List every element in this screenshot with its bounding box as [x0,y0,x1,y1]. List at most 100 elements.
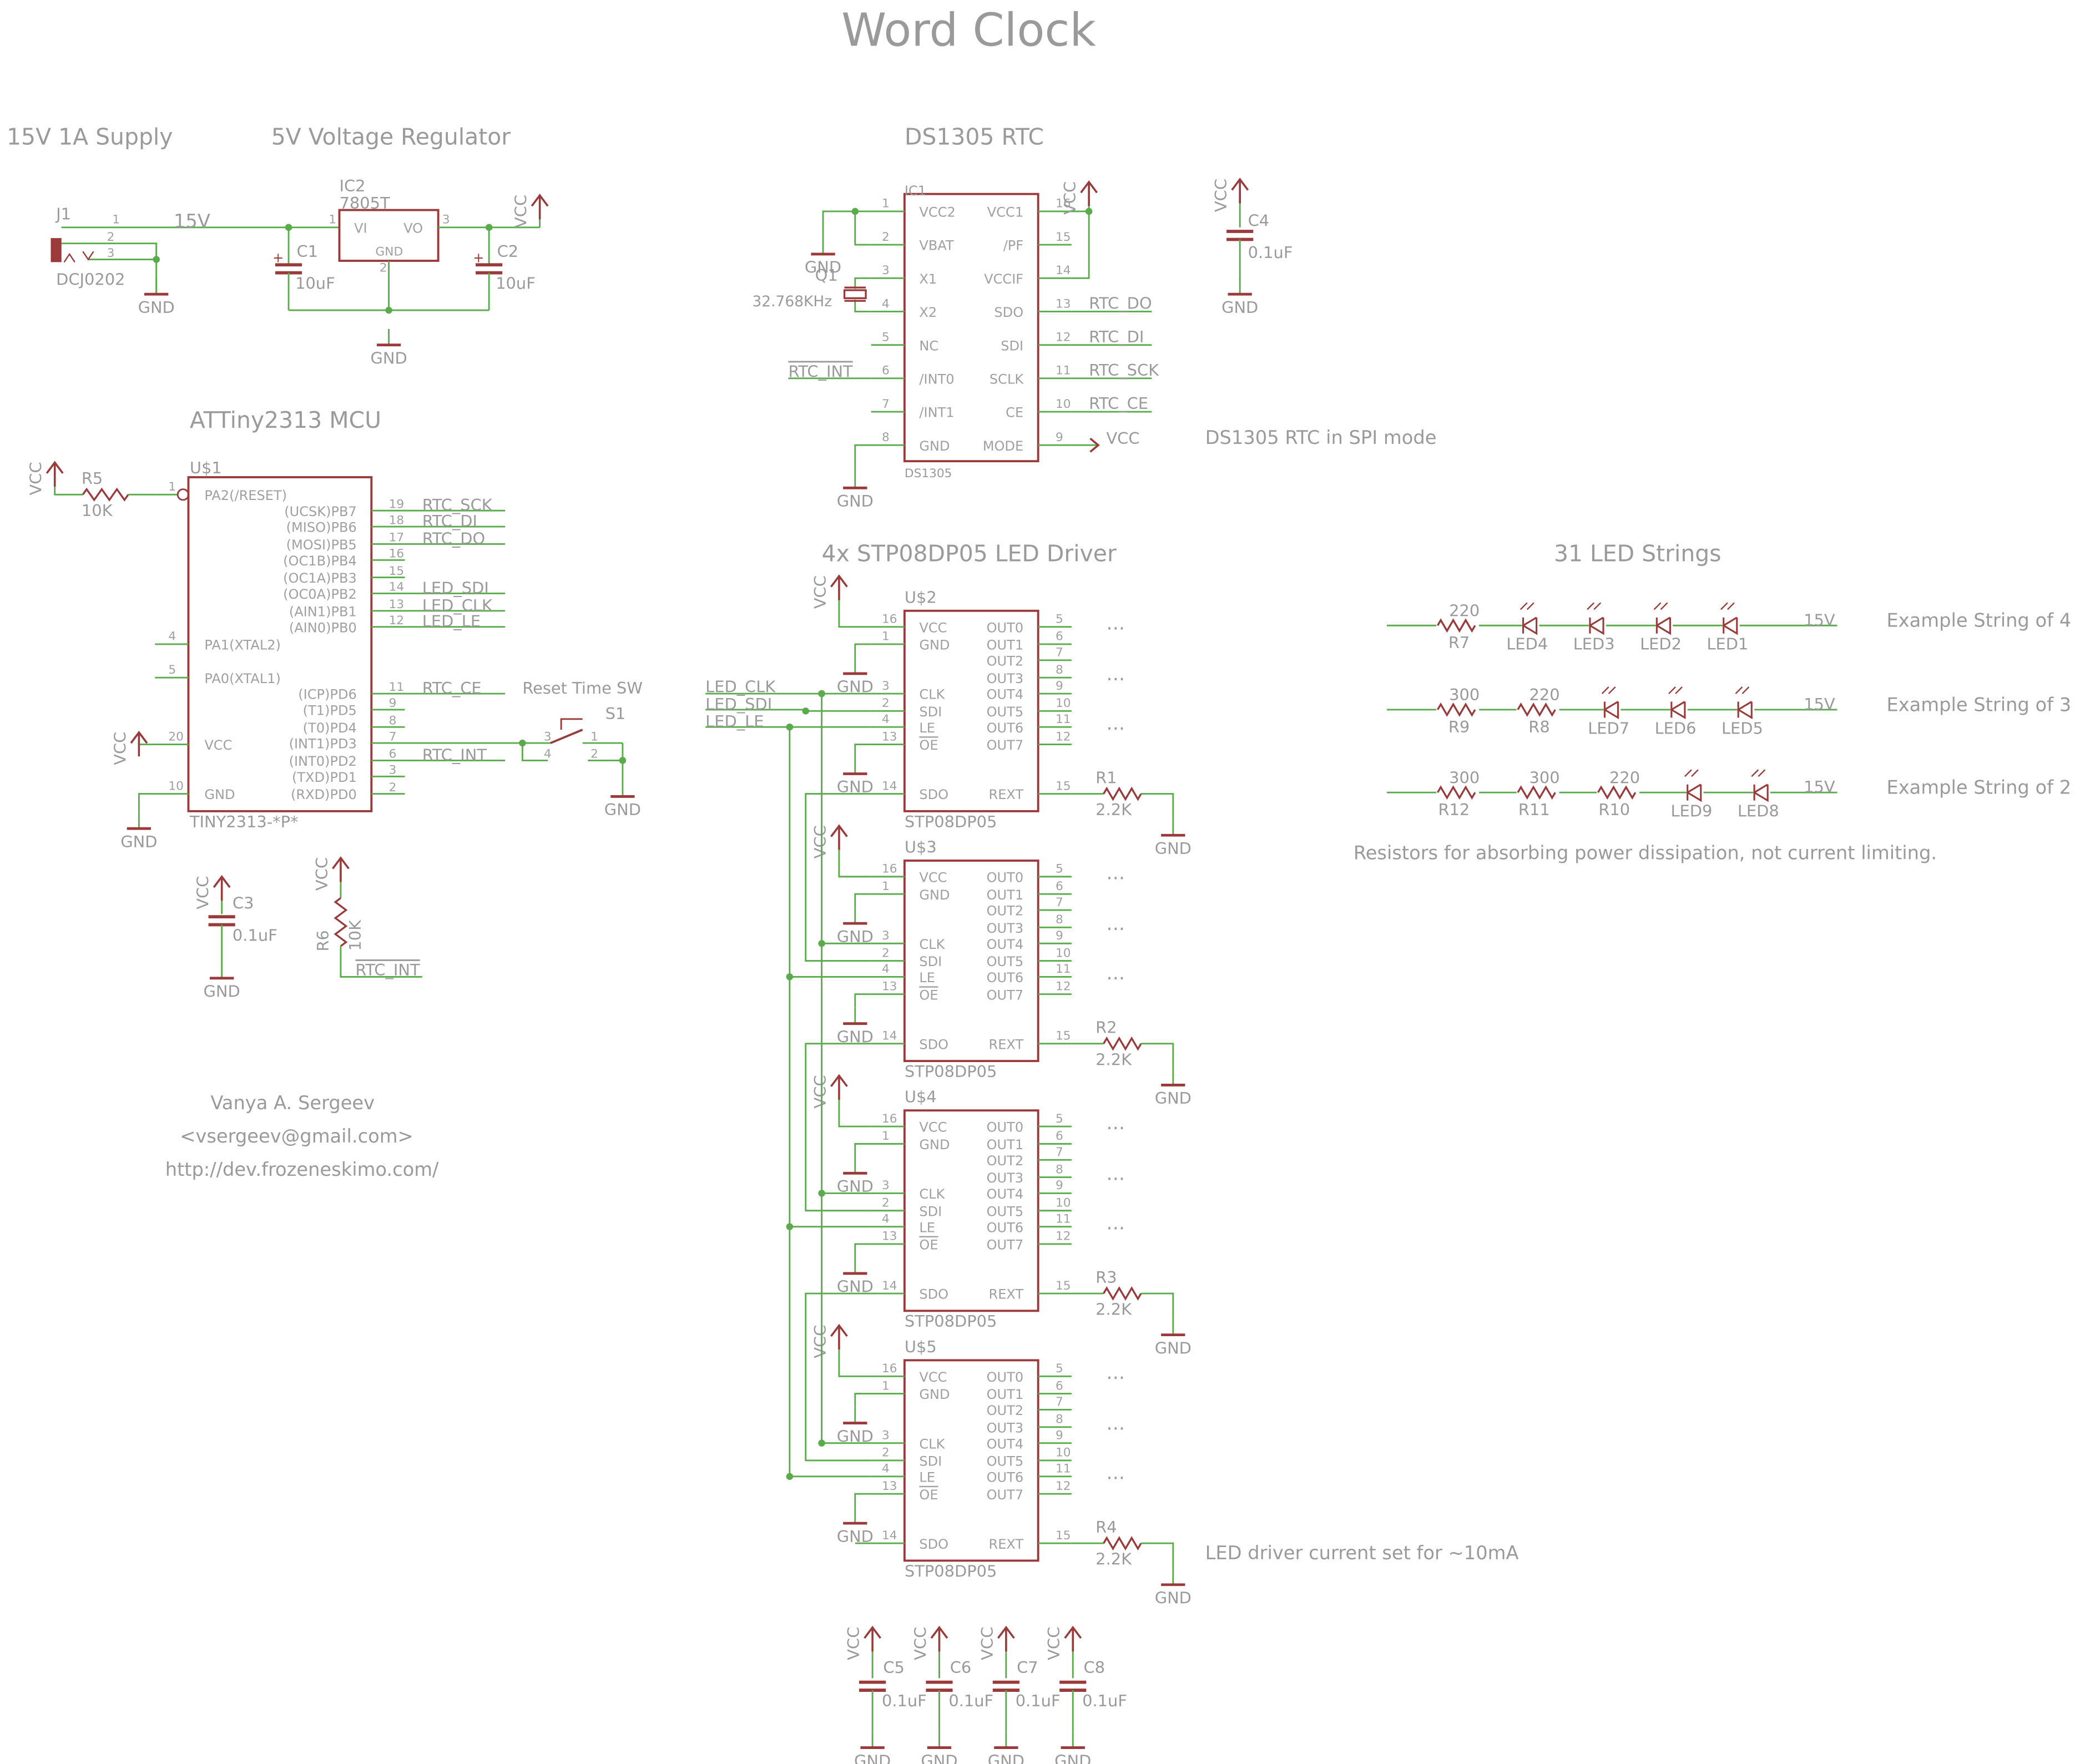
pin-name: OUT6 [987,720,1024,736]
pin-name: OUT6 [987,1469,1024,1485]
pin-num: 10 [1056,1196,1071,1210]
pin-num: 8 [1056,1162,1063,1176]
resistor-value: 300 [1449,685,1480,704]
net-led-le: LED_LE [705,712,764,731]
pin-name: OUT4 [987,937,1024,952]
pin-name: LE [919,970,935,985]
mcu-value: TINY2313-*P* [189,812,299,831]
pin-name: OUT7 [987,1237,1024,1253]
rext-name: R2 [1096,1018,1117,1037]
pin-num: 9 [1056,679,1063,693]
net-led-clk: LED_CLK [705,678,776,696]
pin-num: 9 [1056,1179,1063,1192]
pin-name: GND [919,638,950,653]
output-ellipsis: … [1106,1162,1125,1184]
pin-name: OUT7 [987,987,1024,1003]
pin-name: (OC1B)PB4 [283,553,357,569]
vcc-label: VCC [1044,1627,1063,1660]
switch-label: Reset Time SW [522,679,643,697]
resistor-name: R7 [1448,633,1470,652]
pin-name: (MOSI)PB5 [286,537,357,553]
pin-name: (AIN0)PB0 [289,620,357,635]
pin-num: 8 [389,714,397,727]
led-symbol [1753,784,1769,802]
net-15v-label: 15V [1804,695,1835,714]
pin-name: LE [919,1220,935,1235]
pin-num: 1 [329,213,336,227]
pin-name: REXT [988,1287,1023,1302]
section-title-rtc: DS1305 RTC [905,124,1044,150]
pin-name: OUT7 [987,1487,1024,1503]
pin-name: OE [919,737,938,753]
pin-name: VCC1 [987,205,1023,220]
pin-num: 2 [590,747,598,761]
pin-num: 17 [389,531,405,545]
resistor-rext [1103,1286,1142,1301]
pin-num: 5 [168,663,176,677]
c1-name: C1 [296,242,318,261]
led-ray [1608,686,1616,694]
pin-num: 2 [107,230,115,244]
pin-name: OUT6 [987,1220,1024,1235]
pin-name: OUT2 [987,653,1024,669]
ic2-vi: VI [354,220,367,236]
pin-name: PA1(XTAL2) [204,638,281,653]
junction-dot [818,690,825,697]
vcc-arrow [864,1625,882,1639]
vcc-arrow [213,875,231,888]
pin-num: 14 [882,779,897,793]
pin-name: OUT6 [987,970,1024,985]
pin-name: CLK [919,1436,945,1452]
driver-chip-value: STP08DP05 [905,1312,997,1331]
pin-name: SDI [919,954,942,969]
led-symbol [1521,616,1538,635]
pin-name: LE [919,1469,935,1485]
pin-num: 11 [389,680,405,694]
net-label: RTC_DI [422,512,477,530]
pin-name: PA2(/RESET) [204,488,287,503]
pin-name: PA0(XTAL1) [204,671,281,686]
net-15v-label: 15V [1804,610,1835,629]
vcc-arrow [830,824,848,837]
gnd-label: GND [204,982,240,1001]
vcc-arrow [1231,178,1249,191]
pin-name: OUT3 [987,921,1024,936]
output-ellipsis: … [1106,1112,1125,1134]
vcc-label: VCC [1211,179,1230,212]
section-title-supply: 15V 1A Supply [7,124,173,150]
pin-name: SDI [1001,338,1023,353]
pin-num: 3 [882,1179,890,1192]
resistor-name: R10 [1598,800,1630,819]
pin-num: 2 [882,230,890,244]
note-driver-current: LED driver current set for ~10mA [1205,1542,1519,1564]
pin-num: 14 [1056,264,1071,277]
wire-driver-gnd [854,893,871,908]
output-ellipsis: … [1106,1413,1125,1434]
led-ray [1751,769,1759,777]
c3-name: C3 [233,894,254,913]
led-ray [1587,602,1595,610]
pin-num: 4 [882,1212,890,1226]
pin-name: OUT1 [987,1137,1024,1153]
pin-num: 9 [389,696,397,710]
vcc-label: VCC [27,462,46,495]
pin-name: OE [919,987,938,1003]
c1-value: 10uF [295,274,335,293]
pin-num: 8 [882,431,890,444]
mcu-name: U$1 [190,458,222,477]
gnd-label: GND [921,1751,957,1764]
pin-num: 3 [882,679,890,693]
pin-num: 11 [1056,1212,1071,1226]
resistor-name: R9 [1448,717,1470,736]
vcc-label: VCC [194,876,213,909]
driver-chip-value: STP08DP05 [905,1062,997,1081]
pin-name: OUT3 [987,1170,1024,1186]
vcc-label: VCC [811,1325,830,1358]
led-name: LED7 [1588,719,1629,737]
pin-num: 2 [389,781,397,795]
led-ray [1675,686,1683,694]
pin-num: 16 [882,612,897,626]
output-ellipsis: … [1106,1362,1125,1383]
c2-plus: + [473,250,484,265]
pin-name: SCLK [990,371,1024,387]
